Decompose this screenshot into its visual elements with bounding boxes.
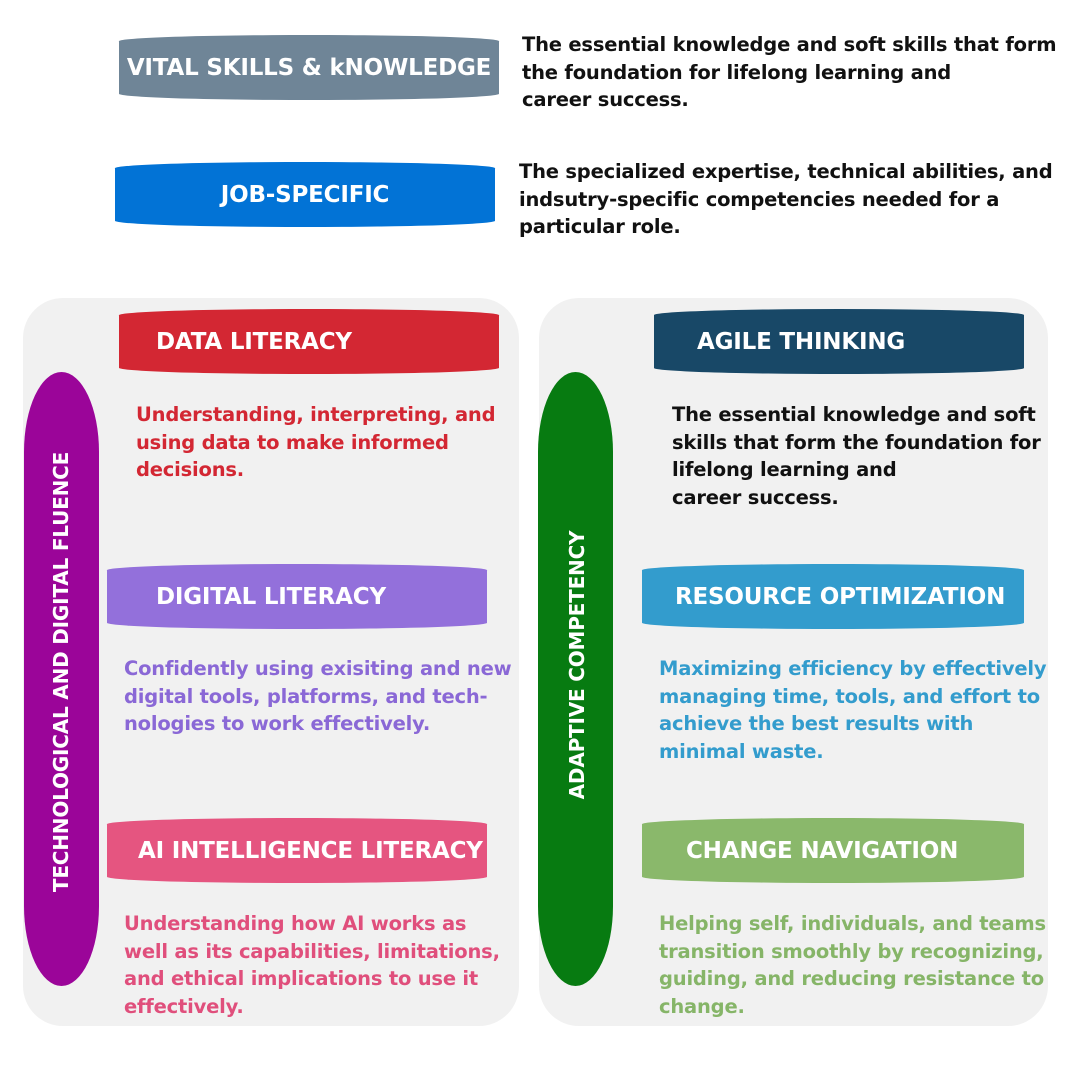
ai-intelligence-literacy-description: Understanding how AI works as well as it… (124, 912, 500, 1018)
digital-literacy-pill: DIGITAL LITERACY (107, 564, 487, 629)
vital-skills-pill: VITAL SKILLS & kNOWLEDGE (119, 35, 499, 100)
adaptive-competency-title: ADAPTIVE COMPETENCY (565, 530, 589, 800)
job-specific-pill: JOB-SPECIFIC (115, 162, 495, 227)
resource-optimization-pill: RESOURCE OPTIMIZATION (642, 564, 1024, 629)
adaptive-competency-panel (539, 298, 1048, 1026)
agile-thinking-description: The essential knowledge and soft skills … (672, 403, 1041, 509)
technological-digital-fluence-panel (23, 298, 519, 1026)
ai-intelligence-literacy-pill: AI INTELLIGENCE LITERACY (107, 818, 487, 883)
vital-skills-description: The essential knowledge and soft skills … (522, 33, 1057, 111)
technological-digital-fluence-bar (24, 372, 99, 986)
agile-thinking-pill: AGILE THINKING (654, 309, 1024, 374)
data-literacy-description: Understanding, interpreting, and using d… (136, 403, 496, 481)
job-specific-label: JOB-SPECIFIC (220, 181, 390, 208)
data-literacy-pill: DATA LITERACY (119, 309, 499, 374)
change-navigation-pill: CHANGE NAVIGATION (642, 818, 1024, 883)
adaptive-competency-bar (538, 372, 613, 986)
technological-digital-fluence-title: TECHNOLOGICAL AND DIGITAL FLUENCE (49, 451, 73, 893)
job-specific-description: The specialized expertise, technical abi… (519, 160, 1053, 238)
vital-skills-label: VITAL SKILLS & kNOWLEDGE (126, 54, 492, 81)
digital-literacy-description: Confidently using exisiting and new digi… (124, 657, 512, 735)
resource-optimization-description: Maximizing efficiency by effectively man… (659, 657, 1047, 763)
change-navigation-description: Helping self, individuals, and teams tra… (659, 912, 1046, 1018)
